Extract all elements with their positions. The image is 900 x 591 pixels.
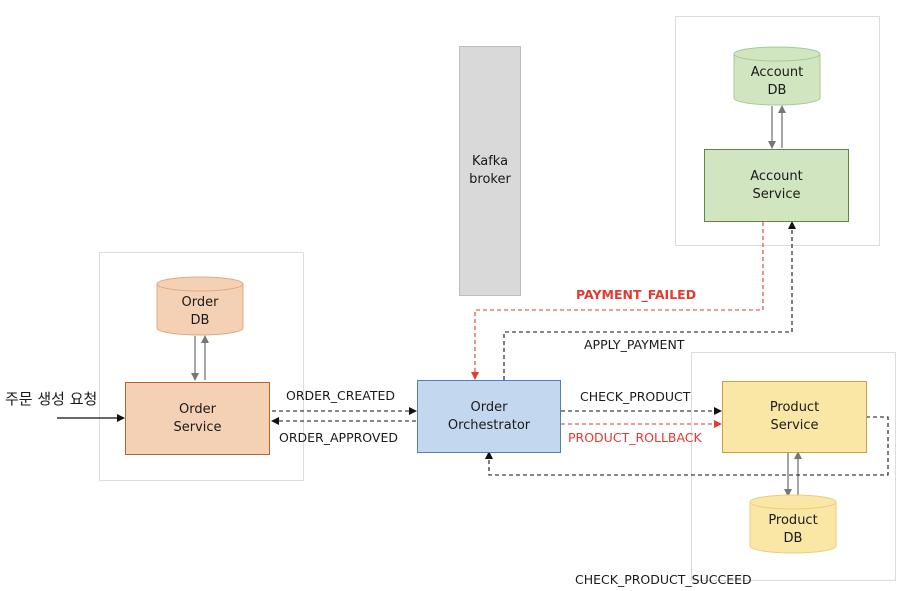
payment-failed-arrow xyxy=(471,222,764,380)
check-product-label: CHECK_PRODUCT xyxy=(580,389,691,404)
product-service[interactable]: Product Service xyxy=(722,381,867,453)
check-product-succeed-label: CHECK_PRODUCT_SUCCEED xyxy=(575,572,752,587)
order-orchestrator[interactable]: Order Orchestrator xyxy=(417,380,561,453)
order-service-label: Order Service xyxy=(173,401,222,435)
check-product-succeed-arrow xyxy=(485,416,889,476)
order-service[interactable]: Order Service xyxy=(125,382,270,455)
product-service-label: Product Service xyxy=(769,400,820,433)
order-request-label: 주문 생성 요청 xyxy=(5,390,98,408)
apply-payment-label: APPLY_PAYMENT xyxy=(584,337,685,352)
account-service[interactable]: Account Service xyxy=(704,149,849,222)
order-approved-label: ORDER_APPROVED xyxy=(279,430,398,445)
order-created-label: ORDER_CREATED xyxy=(286,388,396,403)
account-service-label: Account Service xyxy=(750,168,803,202)
database-icon xyxy=(733,46,821,106)
payment-failed-label: PAYMENT_FAILED xyxy=(576,287,697,302)
account-db[interactable]: Account DB xyxy=(733,46,821,106)
database-icon xyxy=(156,276,244,336)
order-db-label: Order DB xyxy=(181,295,219,328)
product-db-label: Product DB xyxy=(768,513,818,546)
kafka-broker-label: Kafka broker xyxy=(469,154,511,187)
order-db[interactable]: Order DB xyxy=(156,276,244,336)
product-rollback-label: PRODUCT_ROLLBACK xyxy=(568,430,702,445)
kafka-broker[interactable]: Kafka broker xyxy=(459,46,521,296)
order-orchestrator-label: Order Orchestrator xyxy=(447,399,531,433)
database-icon xyxy=(749,494,837,554)
account-db-label: Account DB xyxy=(750,65,804,98)
apply-payment-arrow xyxy=(503,221,796,380)
product-db[interactable]: Product DB xyxy=(749,494,837,554)
